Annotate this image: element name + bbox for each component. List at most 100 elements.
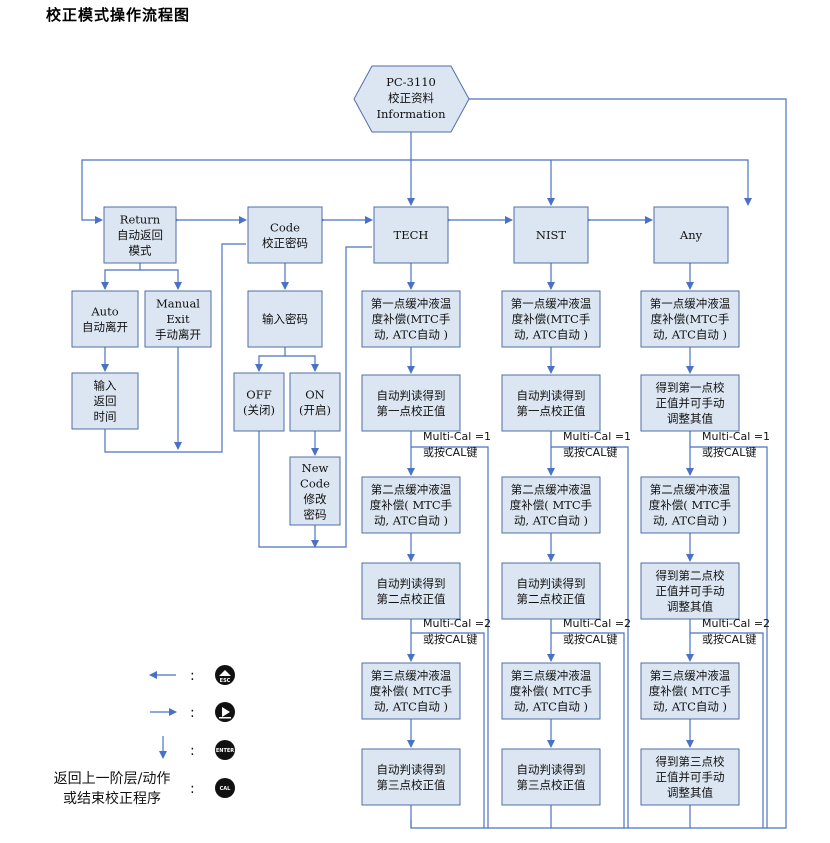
condition-label-multi2: 或按CAL键 — [563, 632, 617, 646]
connector-col2-bypass2 — [690, 632, 764, 828]
tech-node-line: TECH — [394, 228, 429, 242]
connector-time-code — [104, 243, 246, 453]
connector-pw-off — [255, 347, 286, 372]
condition-label-multi1: Multi-Cal =1 — [423, 430, 491, 443]
condition-label-multi2: Multi-Cal =2 — [563, 617, 631, 630]
any-comp2-node-line: 动, ATC自动 ) — [653, 514, 727, 528]
code-off-node: OFF(关闭) — [233, 372, 285, 432]
condition-label-multi1: Multi-Cal =1 — [563, 430, 631, 443]
svg-text:ESC: ESC — [220, 678, 231, 684]
connector-col2-bypass1 — [690, 446, 768, 828]
condition-label-multi2: 或按CAL键 — [423, 632, 477, 646]
any-point1-node-line: 得到第一点校 — [656, 381, 725, 395]
code-node-line: Code — [270, 220, 300, 234]
cal-key-icon: CAL — [215, 778, 235, 798]
nist-comp1-node-line: 第一点缓冲液温 — [511, 297, 592, 311]
nist-node-line: NIST — [536, 228, 566, 242]
return-node-line: 自动返回 — [117, 228, 163, 242]
tech-comp1-node-line: 第一点缓冲液温 — [371, 297, 452, 311]
legend-colon: : — [190, 705, 195, 721]
any-comp1-node-line: 第一点缓冲液温 — [650, 297, 731, 311]
connector-col1-bypass1 — [551, 446, 629, 828]
tech-point2-node-line: 第二点校正值 — [377, 592, 446, 606]
connector-start-any — [411, 159, 752, 206]
code-off-node-line: (关闭) — [243, 403, 275, 417]
tech-comp1-node-line: 动, ATC自动 ) — [374, 328, 448, 342]
page-title: 校正模式操作流程图 — [46, 6, 191, 24]
tech-point3-node-line: 第三点校正值 — [377, 778, 446, 792]
any-point1-node-line: 调整其值 — [667, 412, 713, 426]
tech-comp3-node-line: 第三点缓冲液温 — [371, 669, 452, 683]
nist-comp1-node-line: 动, ATC自动 ) — [514, 328, 588, 342]
legend-colon: : — [190, 668, 195, 684]
return-time-node-line: 输入 — [94, 379, 117, 393]
tech-point1-node-line: 第一点校正值 — [377, 404, 446, 418]
condition-label-multi1: 或按CAL键 — [563, 445, 617, 459]
return-node-line: 模式 — [129, 244, 152, 258]
any-node-line: Any — [679, 228, 703, 242]
start-node-line: 校正资料 — [388, 91, 434, 105]
connector-col0-bypass2 — [411, 632, 485, 828]
nist-comp2-node-line: 第二点缓冲液温 — [511, 483, 592, 497]
enter-key-icon: ENTER — [215, 740, 235, 760]
tech-point1-node-line: 自动判读得到 — [377, 388, 446, 402]
code-on-node-line: (开启) — [299, 403, 331, 417]
nist-comp2-node-line: 度补偿( MTC手 — [510, 498, 592, 512]
manual-exit-node-line: 手动离开 — [155, 328, 201, 342]
nist-point3-node-line: 自动判读得到 — [517, 762, 586, 776]
connector-off-tech — [258, 246, 372, 548]
any-comp3-node-line: 第三点缓冲液温 — [650, 669, 731, 683]
input-password-node-line: 输入密码 — [262, 312, 308, 326]
nist-comp3-node-line: 度补偿( MTC手 — [510, 684, 592, 698]
legend-colon: : — [190, 781, 195, 797]
return-time-node-line: 返回 — [94, 394, 117, 408]
legend-item: : CAL — [190, 778, 235, 798]
manual-exit-node-line: Manual — [156, 297, 200, 311]
connector-start-return — [81, 159, 411, 224]
return-time-node-line: 时间 — [94, 410, 117, 424]
condition-label-multi2: Multi-Cal =2 — [702, 617, 770, 630]
tech-comp1-node-line: 度补偿(MTC手 — [372, 312, 451, 326]
legend-item: : — [150, 702, 235, 722]
nist-point2-node-line: 自动判读得到 — [517, 576, 586, 590]
connector-return-auto — [101, 263, 141, 290]
any-comp2-node-line: 度补偿( MTC手 — [649, 498, 731, 512]
condition-label-multi1: Multi-Cal =1 — [702, 430, 770, 443]
legend-item: :ENTER — [159, 736, 235, 760]
nist-comp1-node-line: 度补偿(MTC手 — [512, 312, 591, 326]
nist-node: NIST — [513, 206, 589, 264]
input-password-node: 输入密码 — [247, 290, 323, 348]
tech-comp3-node-line: 动, ATC自动 ) — [374, 700, 448, 714]
any-point3-node-line: 调整其值 — [667, 786, 713, 800]
escape-key-icon: ESC — [215, 665, 235, 685]
start-node-line: Information — [376, 107, 446, 121]
nist-comp2-node-line: 动, ATC自动 ) — [514, 514, 588, 528]
any-comp1-node-line: 动, ATC自动 ) — [653, 328, 727, 342]
svg-text:CAL: CAL — [220, 786, 232, 792]
condition-label-multi2: 或按CAL键 — [702, 632, 756, 646]
nist-point1-node-line: 第一点校正值 — [517, 404, 586, 418]
new-code-node-line: New — [302, 461, 329, 475]
any-comp3-node-line: 动, ATC自动 ) — [653, 700, 727, 714]
code-on-node-line: ON — [305, 387, 325, 401]
tech-point2-node-line: 自动判读得到 — [377, 576, 446, 590]
nist-point2-node-line: 第二点校正值 — [517, 592, 586, 606]
tech-node: TECH — [373, 206, 449, 264]
any-comp1-node-line: 度补偿(MTC手 — [651, 312, 730, 326]
new-code-node-line: 修改 — [304, 492, 327, 506]
auto-exit-node-line: 自动离开 — [82, 320, 128, 334]
legend-note: 或结束校正程序 — [63, 790, 161, 807]
